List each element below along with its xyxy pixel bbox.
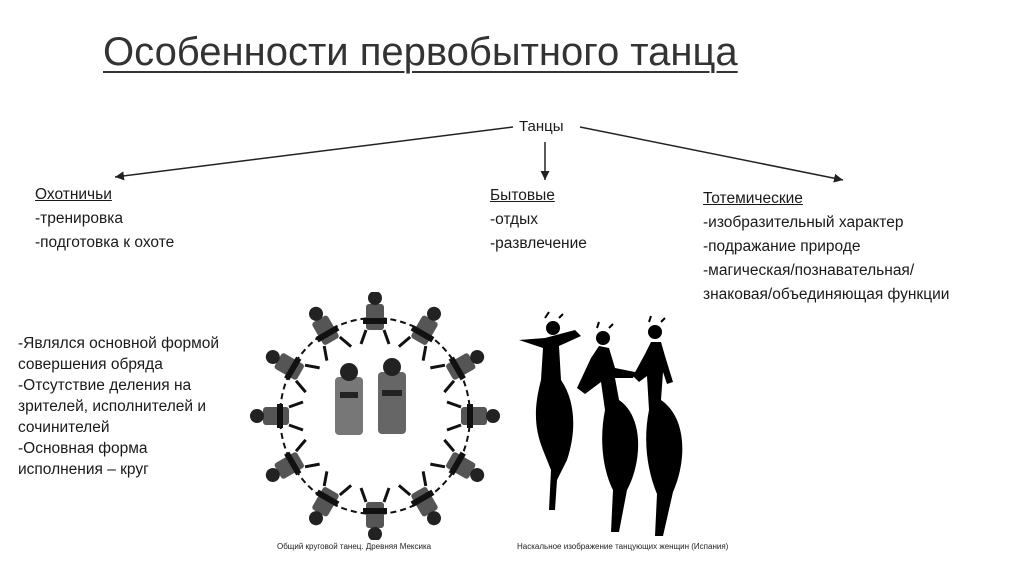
category-head: Тотемические xyxy=(703,190,803,207)
category-item: -изобразительный характер xyxy=(703,214,904,231)
note: -Основная форма исполнения – круг xyxy=(18,440,149,478)
category-item: -подражание природе xyxy=(703,238,861,255)
slide-title: Особенности первобытного танца xyxy=(103,30,738,74)
category-item: -магическая/познавательная/ xyxy=(703,262,915,279)
root-node: Танцы xyxy=(519,118,564,135)
category-item: знаковая/объединяющая функции xyxy=(703,286,950,303)
arrow-to-totemic xyxy=(579,126,844,183)
arrow-to-hunting xyxy=(114,126,514,181)
note: -Отсутствие деления на зрителей, исполни… xyxy=(18,377,207,436)
caption-spain: Наскальное изображение танцующих женщин … xyxy=(517,542,729,551)
category-hunting: Охотничьи -тренировка -подготовка к охот… xyxy=(35,183,174,255)
category-head: Охотничьи xyxy=(35,186,112,203)
category-head: Бытовые xyxy=(490,187,555,204)
note: -Являлся основной формой совершения обря… xyxy=(18,335,220,373)
category-item: -тренировка xyxy=(35,210,123,227)
mexico-circle-dance-image xyxy=(250,292,500,540)
category-totemic: Тотемические -изобразительный характер -… xyxy=(703,187,949,307)
spain-cave-painting-image xyxy=(519,311,683,536)
category-item: -развлечение xyxy=(490,235,587,252)
category-item: -подготовка к охоте xyxy=(35,234,175,251)
category-item: -отдых xyxy=(490,211,538,228)
category-household: Бытовые -отдых -развлечение xyxy=(490,184,587,256)
caption-mexico: Общий круговой танец. Древняя Мексика xyxy=(277,542,432,551)
notes-block: -Являлся основной формой совершения обря… xyxy=(18,333,233,480)
